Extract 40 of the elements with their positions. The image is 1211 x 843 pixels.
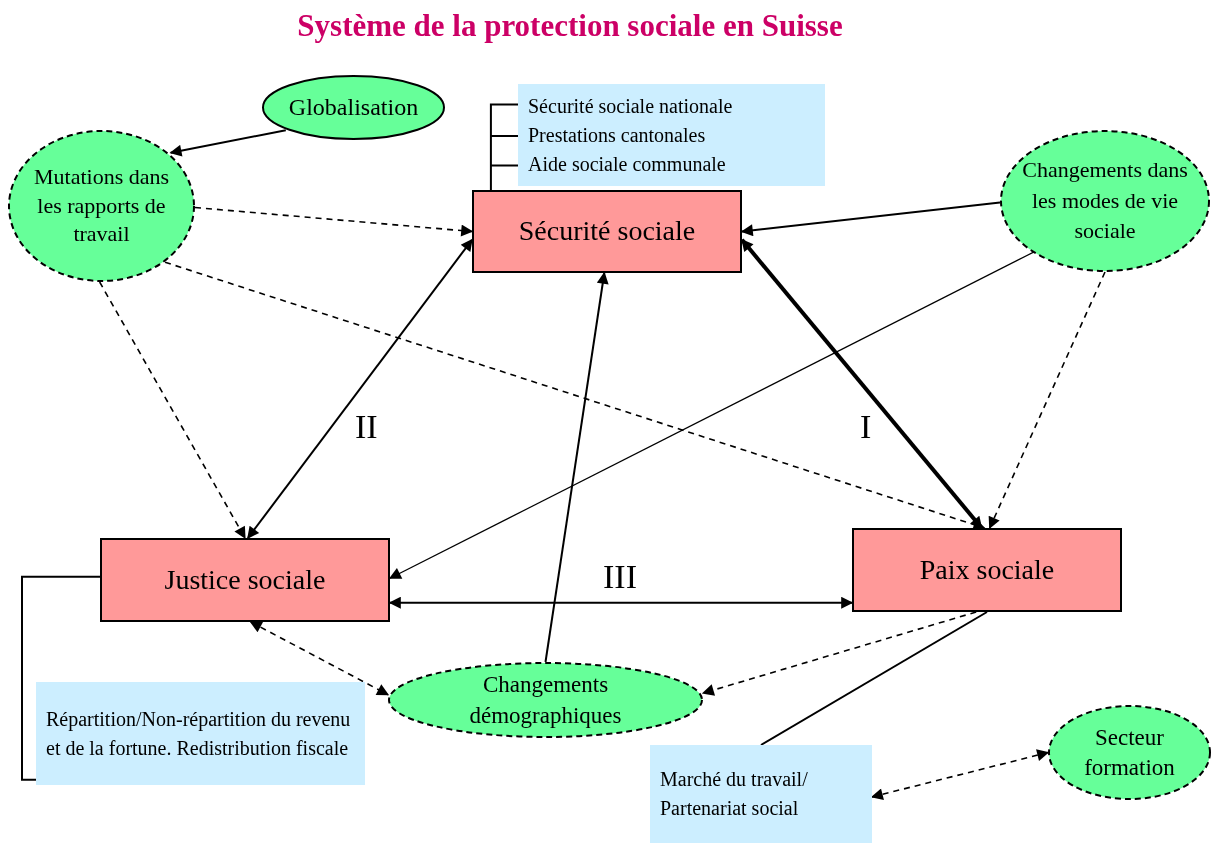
node-text: Globalisation (288, 94, 419, 121)
node-text: Paix sociale (919, 554, 1055, 586)
bracket-line (21, 575, 101, 781)
node-text: Changements démographiques (468, 670, 623, 730)
node-text: Sécurité sociale (518, 216, 696, 247)
concept-box (852, 528, 1122, 612)
node-text: Sécurité sociale nationale (528, 93, 733, 119)
node-text: Changements dans les modes de vie sociale (1021, 155, 1189, 246)
arrow (194, 206, 474, 237)
node-text: Secteur formation (1083, 723, 1176, 782)
arrow (544, 271, 609, 663)
node-text: Justice sociale (164, 564, 326, 596)
factor-ellipse (1048, 705, 1211, 800)
arrow (988, 271, 1106, 530)
arrow (98, 281, 246, 540)
relation-number: III (603, 558, 637, 596)
node-text: Aide sociale communale (528, 151, 726, 177)
factor-ellipse (1000, 130, 1210, 272)
relation-number: II (355, 408, 378, 446)
node-text: Répartition/Non-répartition du revenu et de la fortune. Redistribution fiscale (46, 706, 352, 761)
node-text: Prestations cantonales (528, 122, 706, 148)
arrow (169, 129, 287, 157)
arrow (164, 261, 986, 531)
diagram-title: Système de la protection sociale en Suisse (296, 8, 844, 44)
concept-box (100, 538, 390, 622)
factor-ellipse (8, 130, 195, 282)
note-box (36, 682, 365, 785)
concept-box (472, 190, 742, 273)
bracket-line (489, 103, 519, 191)
arrow (249, 621, 390, 696)
node-text: Mutations dans les rapports de travail (32, 163, 171, 249)
factor-ellipse (388, 662, 703, 738)
factor-ellipse (262, 75, 445, 140)
arrow (701, 611, 977, 696)
note-box (650, 745, 872, 843)
node-text: Marché du travail/ Partenariat social (660, 767, 809, 821)
note-box (518, 84, 825, 186)
arrow (246, 238, 473, 539)
connector-line (760, 611, 988, 746)
relation-number: I (860, 408, 872, 446)
